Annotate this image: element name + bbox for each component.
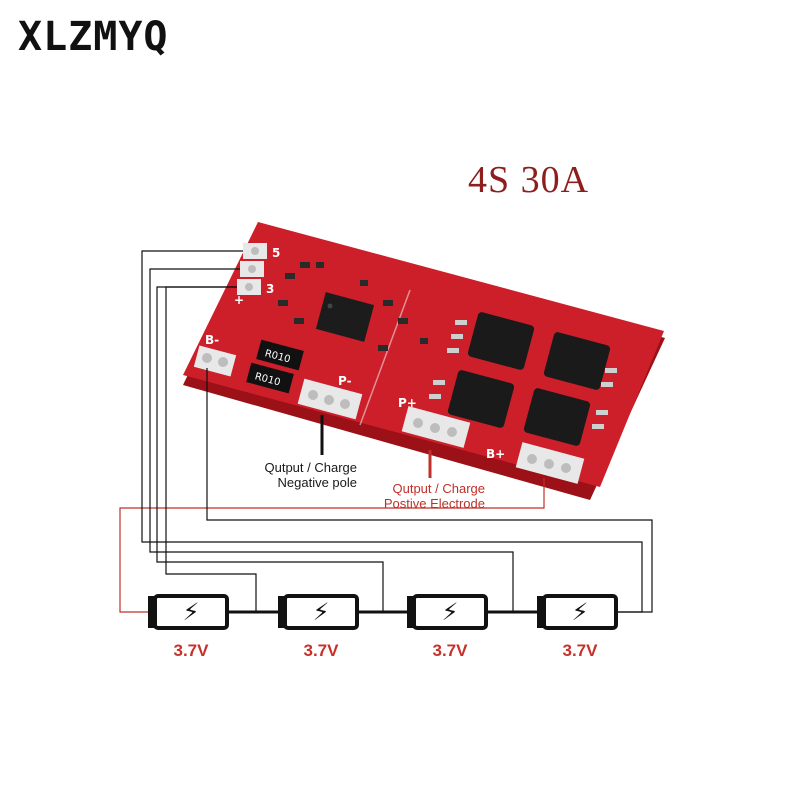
- p-plus-label: P+: [398, 396, 417, 410]
- pad-hole: [245, 283, 253, 291]
- cell-voltage-label: 3.7V: [303, 641, 339, 660]
- negative-note-line-1: Qutput / Charge: [264, 460, 358, 475]
- battery-body: [153, 594, 229, 630]
- smd-components: [278, 262, 428, 351]
- battery-cell: [407, 594, 488, 630]
- cell-voltage-label: 3.7V: [432, 641, 468, 660]
- pcb-board: 5 3 +: [183, 222, 665, 500]
- cell-voltage-label: 3.7V: [173, 641, 209, 660]
- battery-terminal: [407, 596, 413, 628]
- lightning-bolt-icon: ⚡: [182, 598, 200, 626]
- lightning-bolt-icon: ⚡: [441, 598, 459, 626]
- wire-b-minus: [206, 368, 653, 613]
- mosfet-leads: [429, 320, 617, 429]
- bms-ic-chip: [315, 292, 375, 342]
- pad-hole: [251, 247, 259, 255]
- balance-label-plus: +: [234, 293, 244, 307]
- balance-label-5: 5: [272, 246, 280, 260]
- wire-balance-2: [149, 268, 514, 612]
- wiring: [119, 250, 653, 614]
- battery-terminal: [148, 596, 154, 628]
- battery-body: [283, 594, 359, 630]
- battery-cell: [537, 594, 618, 630]
- wire-balance-4: [165, 286, 257, 612]
- lightning-bolt-icon: ⚡: [312, 598, 330, 626]
- positive-note-line-2: Postive Electrode: [383, 496, 485, 511]
- lightning-bolt-icon: ⚡: [571, 598, 589, 626]
- b-plus-label: B+: [486, 447, 505, 461]
- negative-note-line-2: Negative pole: [277, 475, 358, 490]
- shunt-resistor: R010: [256, 339, 304, 371]
- positive-electrode-note: Qutput / Charge Postive Electrode: [350, 481, 485, 511]
- wire-b-plus: [119, 478, 545, 613]
- battery-cell: [278, 594, 359, 630]
- pad-hole: [248, 265, 256, 273]
- p-minus-label: P-: [338, 374, 352, 388]
- pcb-divider-line: [359, 289, 411, 426]
- battery-terminal: [278, 596, 284, 628]
- brand-logo: XLZMYQ: [18, 14, 169, 60]
- battery-cell: [148, 594, 229, 630]
- p-minus-pads: [297, 378, 363, 420]
- battery-terminal: [537, 596, 543, 628]
- b-plus-pads: [515, 442, 585, 484]
- battery-body: [412, 594, 488, 630]
- battery-body: [542, 594, 618, 630]
- negative-pole-note: Qutput / Charge Negative pole: [232, 460, 358, 490]
- b-minus-pads: [193, 345, 237, 377]
- positive-note-line-1: Qutput / Charge: [392, 481, 486, 496]
- balance-pads: [237, 243, 267, 295]
- b-minus-label: B-: [205, 333, 219, 347]
- cell-voltage-label: 3.7V: [562, 641, 598, 660]
- mosfet-array: [447, 312, 611, 446]
- model-title: 4S 30A: [468, 159, 590, 201]
- p-plus-pads: [401, 406, 471, 448]
- balance-label-3: 3: [266, 282, 274, 296]
- shunt-resistor: R010: [246, 362, 294, 394]
